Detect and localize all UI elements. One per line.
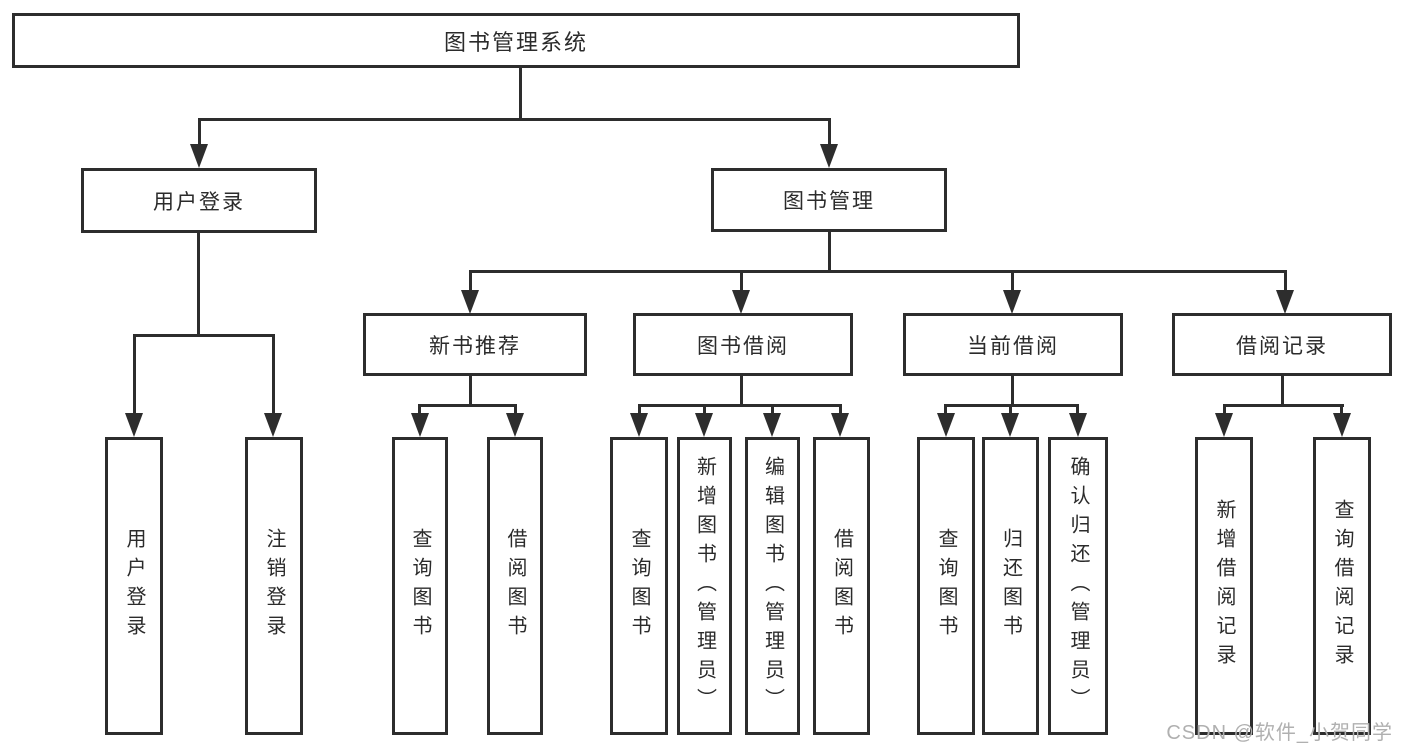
node-book-borrow: 图书借阅 bbox=[633, 313, 853, 376]
connector-user-login-branch bbox=[133, 334, 275, 337]
connector-to-borrow-record bbox=[1284, 270, 1287, 292]
connector-to-query-book-3 bbox=[944, 404, 947, 414]
node-book-management: 图书管理 bbox=[711, 168, 947, 232]
connector-user-login-stem bbox=[197, 233, 200, 337]
connector-root-branch bbox=[198, 118, 831, 121]
connector-root-stem bbox=[519, 67, 522, 120]
leaf-query-borrow-record: 查询借阅记录 bbox=[1313, 437, 1371, 735]
connector-current-borrow-stem bbox=[1011, 376, 1014, 406]
leaf-query-book-1-label: 查询图书 bbox=[409, 528, 431, 644]
node-root: 图书管理系统 bbox=[12, 13, 1020, 68]
node-current-borrow: 当前借阅 bbox=[903, 313, 1123, 376]
leaf-query-book-2-label: 查询图书 bbox=[628, 528, 650, 644]
leaf-confirm-return-admin-label: 确认归还（管理员） bbox=[1067, 455, 1089, 717]
connector-to-new-book bbox=[469, 270, 472, 292]
connector-to-query-book-1 bbox=[418, 404, 421, 414]
connector-to-leaf-logout bbox=[272, 334, 275, 413]
connector-to-query-record bbox=[1340, 404, 1343, 414]
leaf-edit-book-admin: 编辑图书（管理员） bbox=[745, 437, 800, 735]
connector-book-borrow-stem bbox=[740, 376, 743, 406]
leaf-confirm-return-admin: 确认归还（管理员） bbox=[1048, 437, 1108, 735]
arrowhead-edit-book bbox=[763, 413, 781, 437]
connector-to-edit-book bbox=[771, 404, 774, 414]
leaf-return-book: 归还图书 bbox=[982, 437, 1039, 735]
connector-to-book-management bbox=[828, 118, 831, 146]
leaf-query-borrow-record-label: 查询借阅记录 bbox=[1331, 499, 1353, 673]
leaf-edit-book-admin-label: 编辑图书（管理员） bbox=[761, 455, 784, 717]
leaf-add-borrow-record: 新增借阅记录 bbox=[1195, 437, 1253, 735]
node-book-borrow-label: 图书借阅 bbox=[697, 334, 789, 358]
node-user-login-label: 用户登录 bbox=[153, 190, 245, 214]
connector-new-book-stem bbox=[469, 376, 472, 406]
node-book-management-label: 图书管理 bbox=[783, 190, 875, 213]
leaf-borrow-book-2-label: 借阅图书 bbox=[830, 528, 853, 644]
connector-to-borrow-book-2 bbox=[839, 404, 842, 414]
leaf-add-borrow-record-label: 新增借阅记录 bbox=[1213, 499, 1235, 673]
arrowhead-book-management bbox=[820, 144, 838, 168]
node-borrow-record: 借阅记录 bbox=[1172, 313, 1392, 376]
connector-to-confirm-return bbox=[1076, 404, 1079, 414]
connector-to-book-borrow bbox=[740, 270, 743, 292]
leaf-add-book-admin: 新增图书（管理员） bbox=[677, 437, 732, 735]
arrowhead-book-borrow bbox=[732, 290, 750, 314]
arrowhead-query-book-3 bbox=[937, 413, 955, 437]
connector-book-mgmt-branch bbox=[469, 270, 1286, 273]
arrowhead-borrow-book-2 bbox=[831, 413, 849, 437]
connector-book-borrow-branch bbox=[638, 404, 842, 407]
connector-to-query-book-2 bbox=[638, 404, 641, 414]
connector-to-leaf-user-login bbox=[133, 334, 136, 413]
connector-to-add-book bbox=[703, 404, 706, 414]
connector-to-return-book bbox=[1009, 404, 1012, 414]
arrowhead-user-login bbox=[190, 144, 208, 168]
connector-new-book-branch bbox=[418, 404, 517, 407]
connector-borrow-record-branch bbox=[1223, 404, 1344, 407]
arrowhead-query-book-2 bbox=[630, 413, 648, 437]
leaf-query-book-3-label: 查询图书 bbox=[935, 528, 957, 644]
arrowhead-add-record bbox=[1215, 413, 1233, 437]
connector-to-add-record bbox=[1223, 404, 1226, 414]
arrowhead-leaf-logout bbox=[264, 413, 282, 437]
leaf-borrow-book-1: 借阅图书 bbox=[487, 437, 543, 735]
leaf-query-book-2: 查询图书 bbox=[610, 437, 668, 735]
arrowhead-confirm-return bbox=[1069, 413, 1087, 437]
node-current-borrow-label: 当前借阅 bbox=[967, 334, 1059, 358]
node-new-book-recommend-label: 新书推荐 bbox=[429, 334, 521, 358]
leaf-query-book-1: 查询图书 bbox=[392, 437, 448, 735]
leaf-user-login-label: 用户登录 bbox=[123, 528, 145, 644]
leaf-user-login: 用户登录 bbox=[105, 437, 163, 735]
arrowhead-return-book bbox=[1001, 413, 1019, 437]
node-new-book-recommend: 新书推荐 bbox=[363, 313, 587, 376]
leaf-return-book-label: 归还图书 bbox=[999, 528, 1022, 644]
leaf-borrow-book-2: 借阅图书 bbox=[813, 437, 870, 735]
connector-to-user-login bbox=[198, 118, 201, 146]
connector-to-borrow-book-1 bbox=[514, 404, 517, 414]
arrowhead-current-borrow bbox=[1003, 290, 1021, 314]
arrowhead-leaf-user-login bbox=[125, 413, 143, 437]
arrowhead-query-book-1 bbox=[411, 413, 429, 437]
node-root-label: 图书管理系统 bbox=[443, 29, 588, 55]
arrowhead-query-record bbox=[1333, 413, 1351, 437]
leaf-logout: 注销登录 bbox=[245, 437, 303, 735]
csdn-watermark: CSDN @软件_小贺同学 bbox=[1166, 722, 1393, 744]
leaf-logout-label: 注销登录 bbox=[263, 528, 285, 644]
arrowhead-borrow-record bbox=[1276, 290, 1294, 314]
connector-to-current-borrow bbox=[1011, 270, 1014, 292]
leaf-query-book-3: 查询图书 bbox=[917, 437, 975, 735]
node-user-login: 用户登录 bbox=[81, 168, 317, 233]
leaf-borrow-book-1-label: 借阅图书 bbox=[504, 528, 526, 644]
leaf-add-book-admin-label: 新增图书（管理员） bbox=[693, 455, 716, 717]
connector-borrow-record-stem bbox=[1281, 376, 1284, 406]
arrowhead-add-book bbox=[695, 413, 713, 437]
node-borrow-record-label: 借阅记录 bbox=[1236, 334, 1328, 358]
arrowhead-new-book bbox=[461, 290, 479, 314]
arrowhead-borrow-book-1 bbox=[506, 413, 524, 437]
connector-book-mgmt-stem bbox=[828, 232, 831, 272]
